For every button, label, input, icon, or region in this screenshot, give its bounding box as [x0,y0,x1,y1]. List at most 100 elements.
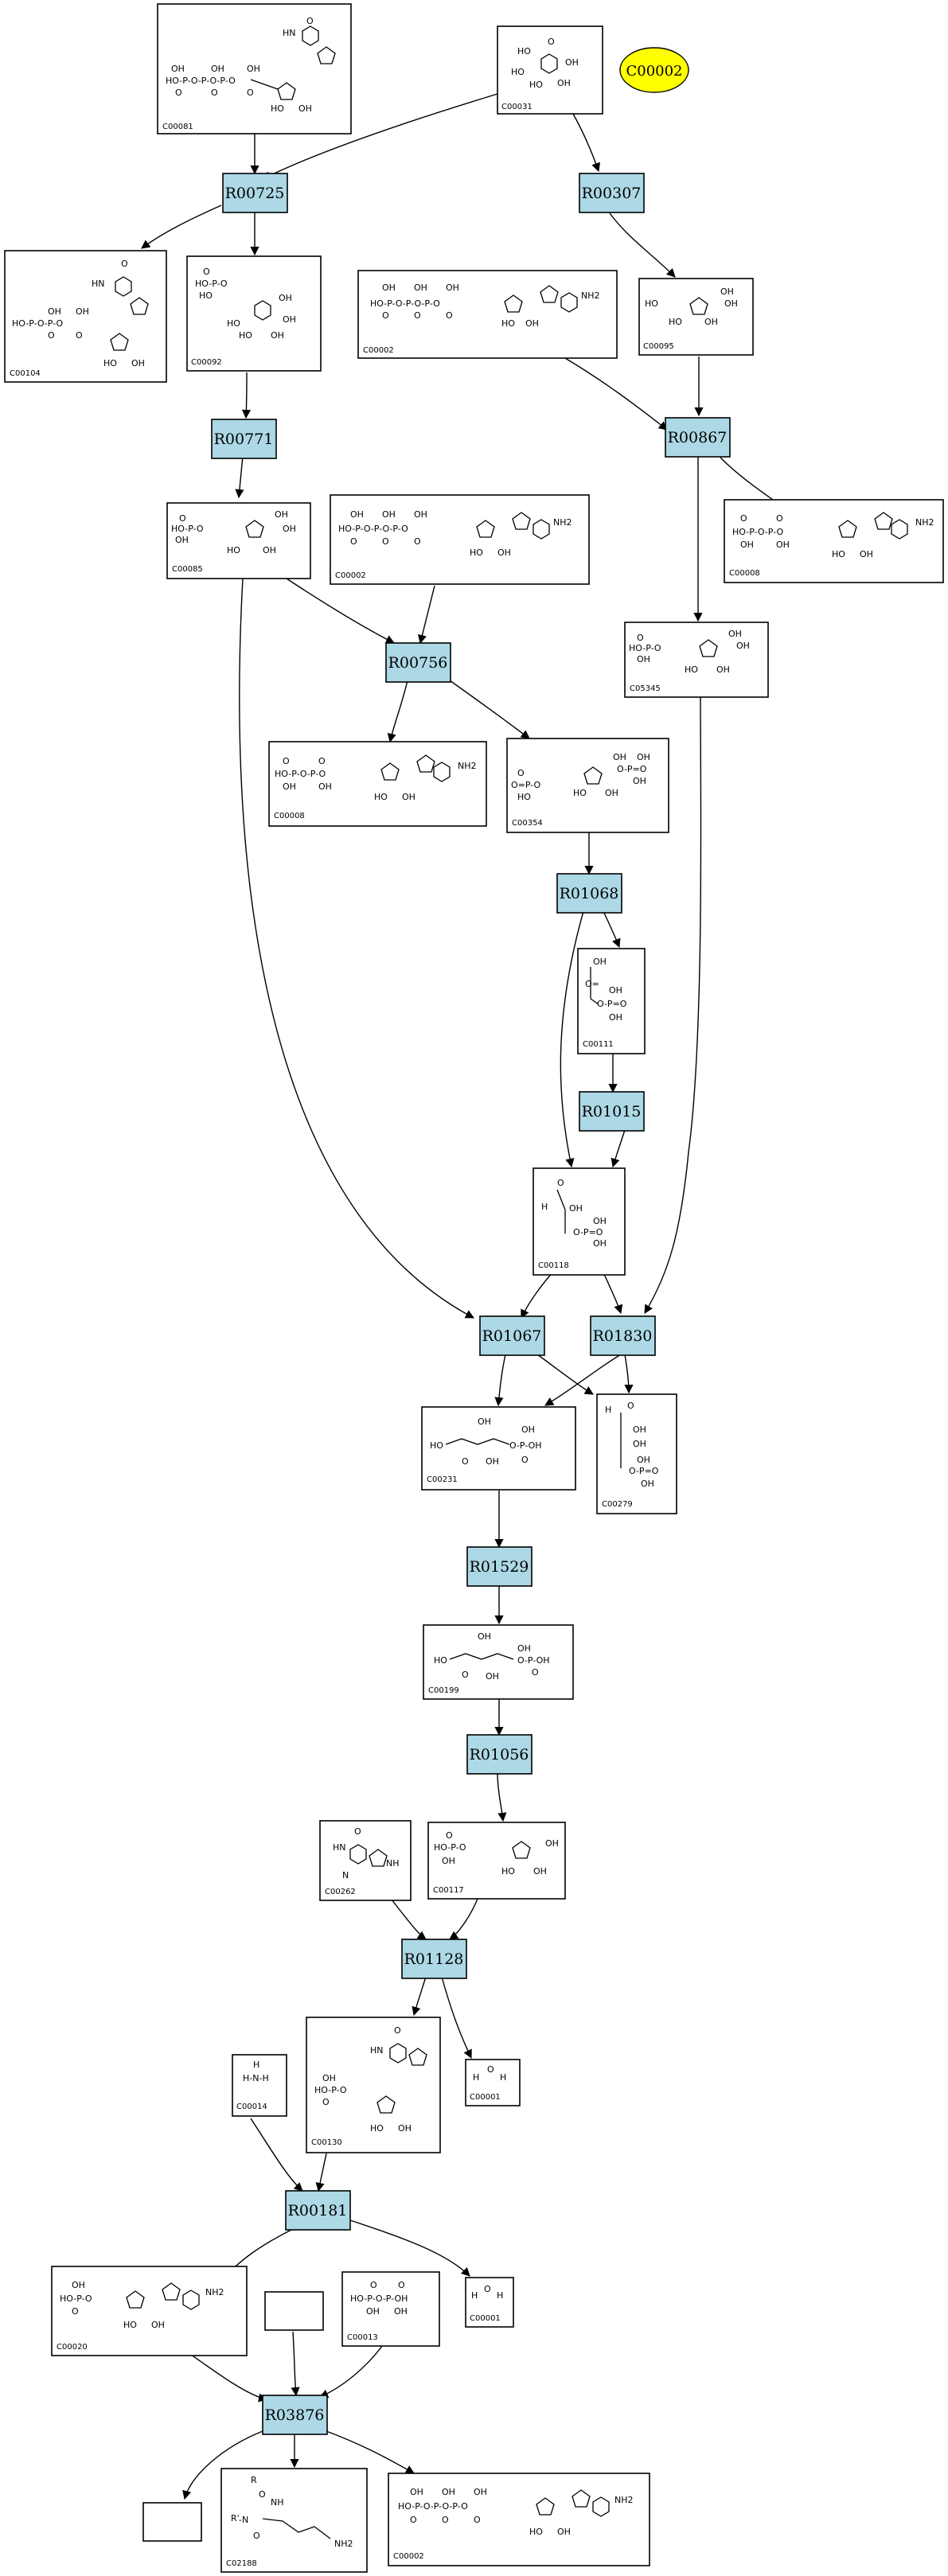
compound-C00002[interactable]: OH OH OH HO-P-O-P-O-P-O O O O NH2 HO OH … [357,270,618,359]
reaction-R03876[interactable]: R03876 [262,2395,328,2435]
molecule-structure: O HO OH HO HO OH [511,37,579,90]
compound-C00117[interactable]: O HO-P-O OH OH HO OH C00117 [427,1822,566,1900]
reaction-label: R00181 [288,2202,348,2219]
compound-C00002[interactable]: OH OH OH HO-P-O-P-O-P-O O O O NH2 HO OH … [330,494,590,585]
compound-label: C00095 [643,342,674,351]
compound-label: C00008 [274,812,305,820]
svg-text:O: O [394,2025,401,2036]
svg-text:OH: OH [740,540,754,550]
compound-C00081[interactable]: OH OH OH HO-P-O-P-O-P-O O O O HO OH O HN… [157,3,352,134]
edge [544,1354,622,1406]
svg-text:OH: OH [613,752,626,762]
reaction-R00867[interactable]: R00867 [665,417,731,458]
edge [141,205,222,249]
svg-text:O: O [410,2515,417,2525]
svg-text:HO: HO [685,664,698,675]
molecule-structure: O HO-P-O OH OH OH HO OH [171,509,296,555]
compound-label: C00014 [236,2102,267,2111]
compound-C00118[interactable]: O H OH OH O-P=O OH C00118 [533,1167,626,1276]
molecule-structure: O HN OH HO-P-O O HO OH [314,2025,427,2134]
reaction-R01529[interactable]: R01529 [466,1546,533,1587]
reaction-R01128[interactable]: R01128 [401,1939,467,1979]
compound-C00130[interactable]: O HN OH HO-P-O O HO OH C00130 [306,2017,441,2153]
reaction-R00771[interactable]: R00771 [211,419,277,459]
compound-C00354[interactable]: OH OH O-P=O OH O O=P-O HO HO OH C00354 [506,738,669,833]
compound-C02188[interactable]: R O NH R' -N O NH2 C02188 [220,2468,368,2573]
svg-text:HO: HO [239,330,252,341]
svg-text:O: O [354,1826,361,1837]
svg-text:HO: HO [103,358,117,368]
edge [441,1976,472,2060]
reaction-label: R01128 [404,1951,464,1968]
svg-text:HN: HN [92,279,105,289]
compound-C00111[interactable]: OH O= OH O-P=O OH C00111 [577,948,646,1054]
svg-text:O: O [382,310,389,321]
svg-text:OH: OH [382,509,396,520]
molecule-structure: O O HO-P-O-P-O OH OH NH2 HO OH [275,754,477,802]
svg-text:OH: OH [545,1838,559,1849]
compound-C00020[interactable]: OH HO-P-O O NH2 HO OH C00020 [51,2266,248,2356]
svg-text:HO: HO [645,298,658,309]
compound-C00262[interactable]: O HN NH N C00262 [319,1820,412,1901]
compound-C00231[interactable]: OH OH HO O-P-OH O OH O C00231 [421,1406,576,1491]
compound-C00002[interactable]: OH OH OH HO-P-O-P-O-P-O O O O NH2 HO OH … [388,2473,650,2566]
compound-C00095[interactable]: HO OH OH HO OH C00095 [638,278,754,356]
svg-text:H: H [471,2290,478,2301]
compound-C00008[interactable]: O O HO-P-O-P-O OH OH NH2 HO OH C00008 [268,741,487,827]
edge [318,2345,383,2399]
compound-placeholder[interactable] [264,2291,324,2331]
svg-text:HO-P-O: HO-P-O [629,643,661,653]
svg-text:HO-P-O-P-O-P-O: HO-P-O-P-O-P-O [398,2501,468,2512]
svg-text:HO-P-O-P-O: HO-P-O-P-O [275,769,326,779]
compound-C00199[interactable]: OH OH HO O-P-OH O OH O C00199 [423,1624,574,1700]
edge [497,1771,507,1822]
reaction-R00181[interactable]: R00181 [285,2190,351,2231]
compound-C00014[interactable]: H H-N-H C00014 [232,2054,287,2117]
reaction-label: R00756 [388,654,448,672]
svg-text:NH2: NH2 [581,290,600,301]
reaction-label: R01529 [470,1558,529,1576]
molecule-structure: O HO-P-O OH OH HO OH [434,1830,559,1876]
compound-C00001[interactable]: H O H C00001 [465,2277,514,2328]
compound-C00104[interactable]: O HN OH OH HO-P-O-P-O O O HO OH C00104 [4,250,167,383]
highlight-compound[interactable]: C00002 [619,47,689,93]
svg-text:OH: OH [557,2527,571,2537]
compound-C00092[interactable]: O HO-P-O HO OH HO OH HO OH C00092 [186,255,322,372]
svg-text:HO-P-O: HO-P-O [171,524,204,534]
compound-C00013[interactable]: O O HO-P-O-P-OH OH OH C00013 [341,2271,440,2347]
svg-text:HO: HO [227,318,240,329]
compound-label: C00231 [427,1475,458,1484]
compound-C00085[interactable]: O HO-P-O OH OH OH HO OH C00085 [166,502,311,579]
compound-C00279[interactable]: H O OH OH OH O-P=O OH C00279 [596,1393,677,1514]
reaction-R01015[interactable]: R01015 [579,1091,645,1132]
edge [449,1898,478,1940]
reaction-R00756[interactable]: R00756 [385,642,451,683]
svg-text:NH: NH [386,1858,400,1869]
compound-C00008[interactable]: O O HO-P-O-P-O OH OH NH2 HO OH C00008 [724,499,944,583]
reaction-R01830[interactable]: R01830 [590,1315,656,1356]
reaction-R01056[interactable]: R01056 [466,1734,533,1775]
compound-label: C00354 [512,819,543,828]
svg-text:R: R [251,2475,257,2485]
molecule-structure: OH OH OH HO-P-O-P-O-P-O O O O NH2 HO OH [338,509,572,558]
svg-text:OH: OH [637,752,650,762]
reaction-R01067[interactable]: R01067 [479,1315,545,1356]
compound-C05345[interactable]: O HO-P-O OH OH OH HO OH C05345 [624,622,769,698]
svg-text:O: O [306,16,314,26]
svg-text:OH: OH [442,1856,455,1866]
svg-text:OH: OH [271,330,284,341]
reaction-R01068[interactable]: R01068 [556,873,622,914]
compound-placeholder[interactable] [142,2502,202,2542]
svg-text:HO: HO [529,80,543,90]
molecule-structure: O H OH OH O-P=O OH [541,1178,607,1249]
reaction-R00725[interactable]: R00725 [222,173,288,213]
compound-C00031[interactable]: O HO OH HO HO OH C00031 [497,25,603,115]
edge [326,2430,415,2474]
svg-text:O: O [247,88,254,98]
svg-text:O: O [283,756,290,766]
svg-text:OH: OH [486,1671,499,1682]
reaction-R00307[interactable]: R00307 [579,173,645,213]
svg-text:HO: HO [501,318,515,329]
compound-label: C00002 [335,571,366,580]
compound-C00001[interactable]: H O H C00001 [465,2059,521,2106]
